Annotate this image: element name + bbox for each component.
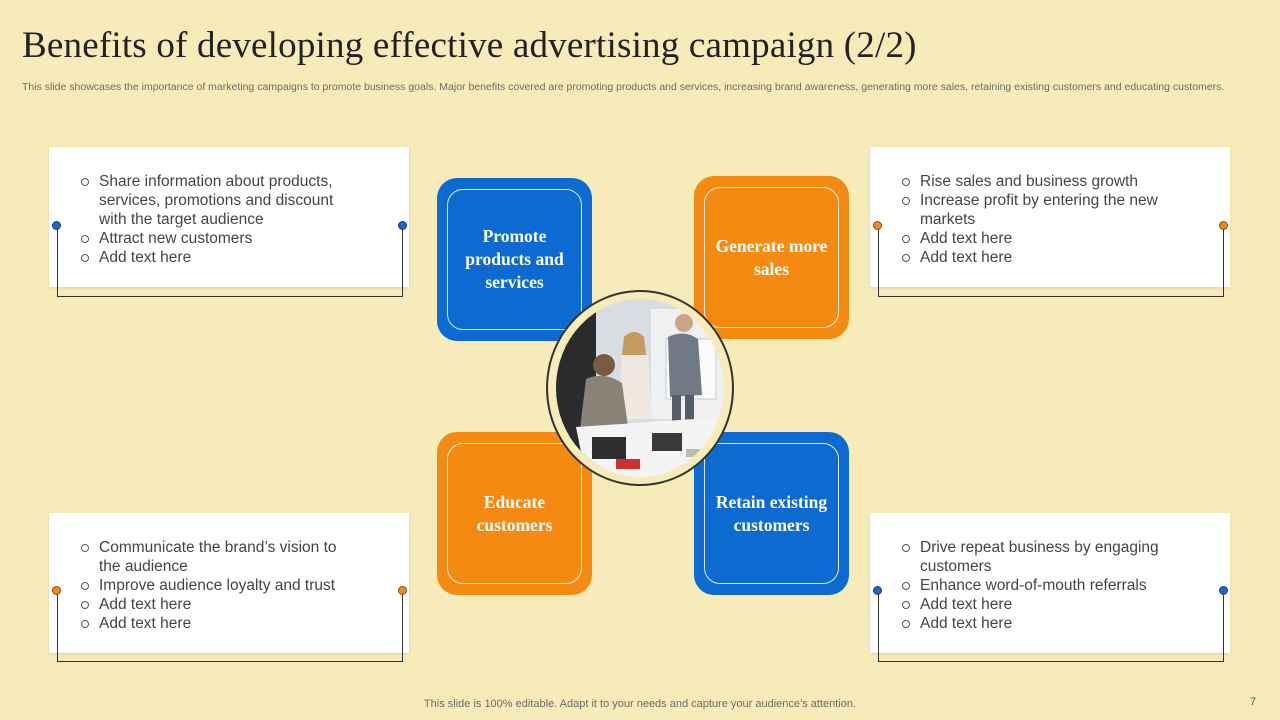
list-item: Increase profit by entering the new mark… — [898, 191, 1178, 229]
card-top-right-list: Rise sales and business growth Increase … — [898, 172, 1178, 267]
petal-promote: Promote products and services — [437, 178, 592, 341]
card-top-left-list: Share information about products, servic… — [77, 172, 357, 267]
list-item: Enhance word-of-mouth referrals — [898, 576, 1178, 595]
connector-dot — [1219, 586, 1228, 595]
list-item: Improve audience loyalty and trust — [77, 576, 357, 595]
card-top-left: Share information about products, servic… — [49, 147, 409, 287]
connector-dot — [873, 586, 882, 595]
connector-dot — [398, 586, 407, 595]
petal-promote-label: Promote products and services — [465, 226, 564, 292]
list-item: Add text here — [77, 248, 357, 267]
business-meeting-photo-icon — [556, 299, 724, 477]
card-bracket — [57, 226, 403, 297]
card-bracket — [878, 226, 1224, 297]
card-bracket — [57, 591, 403, 662]
card-bottom-left-list: Communicate the brand’s vision to the au… — [77, 538, 357, 633]
petal-educate: Educate customers — [437, 432, 592, 595]
list-item: Add text here — [77, 595, 357, 614]
petal-sales-label: Generate more sales — [715, 235, 828, 279]
slide-footer: This slide is 100% editable. Adapt it to… — [423, 698, 857, 710]
connector-dot — [1219, 221, 1228, 230]
list-item: Share information about products, servic… — [77, 172, 357, 229]
petal-sales: Generate more sales — [694, 176, 849, 339]
card-bottom-right-list: Drive repeat business by engaging custom… — [898, 538, 1178, 633]
connector-dot — [873, 221, 882, 230]
list-item: Add text here — [77, 614, 357, 633]
connector-dot — [52, 586, 61, 595]
card-bracket — [878, 591, 1224, 662]
slide-title: Benefits of developing effective adverti… — [22, 25, 917, 66]
card-bottom-left: Communicate the brand’s vision to the au… — [49, 513, 409, 653]
connector-dot — [52, 221, 61, 230]
slide-subtitle: This slide showcases the importance of m… — [22, 81, 1225, 93]
list-item: Add text here — [898, 614, 1178, 633]
list-item: Rise sales and business growth — [898, 172, 1178, 191]
petal-retain-label: Retain existing customers — [715, 491, 828, 535]
list-item: Attract new customers — [77, 229, 357, 248]
connector-dot — [398, 221, 407, 230]
list-item: Add text here — [898, 248, 1178, 267]
list-item: Communicate the brand’s vision to the au… — [77, 538, 357, 576]
petal-educate-label: Educate customers — [476, 491, 553, 535]
list-item: Add text here — [898, 229, 1178, 248]
page-number: 7 — [1250, 696, 1257, 708]
list-item: Add text here — [898, 595, 1178, 614]
card-top-right: Rise sales and business growth Increase … — [870, 147, 1230, 287]
list-item: Drive repeat business by engaging custom… — [898, 538, 1178, 576]
petal-retain: Retain existing customers — [694, 432, 849, 595]
card-bottom-right: Drive repeat business by engaging custom… — [870, 513, 1230, 653]
